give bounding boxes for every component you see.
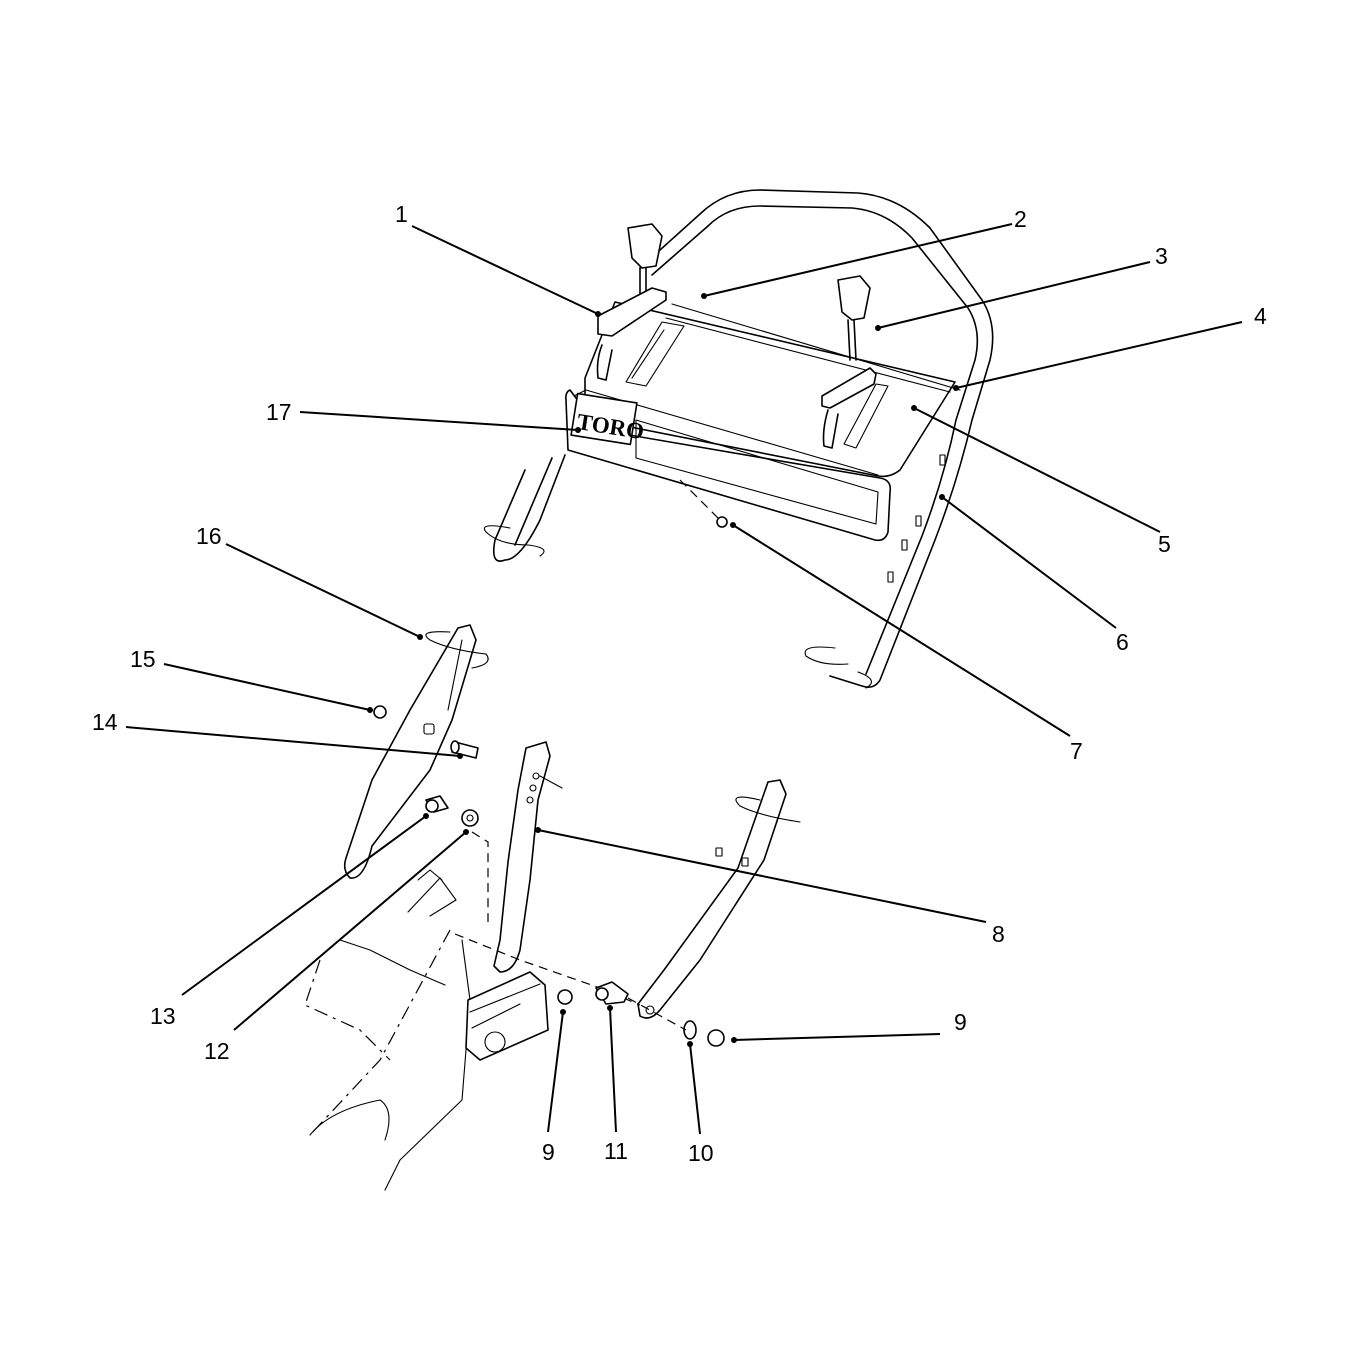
height-adjust-bracket (493, 741, 563, 973)
callout-5: 5 (1158, 531, 1171, 557)
toro-logo-decal: TORO (570, 392, 646, 446)
panel-nut (716, 516, 728, 528)
callout-15: 15 (130, 646, 156, 672)
callout-17: 17 (266, 399, 292, 425)
callout-3: 3 (1155, 243, 1168, 269)
control-lever-left[interactable] (596, 223, 667, 381)
callout-9-left: 9 (542, 1139, 555, 1165)
callout-13: 13 (150, 1003, 176, 1029)
washer-12 (461, 809, 479, 827)
hardware-parts (373, 705, 725, 1047)
mower-deck-phantom (304, 831, 641, 1191)
callout-14: 14 (92, 709, 118, 735)
callout-4: 4 (1254, 303, 1267, 329)
nut-9-right (707, 1029, 725, 1047)
washer-10 (683, 1020, 697, 1040)
callout-6: 6 (1116, 629, 1129, 655)
upper-handle-loop (483, 189, 994, 689)
callout-1: 1 (395, 201, 408, 227)
nut-15 (373, 705, 387, 719)
callout-10: 10 (688, 1140, 714, 1166)
callout-9-right: 9 (954, 1009, 967, 1035)
callout-11: 11 (604, 1138, 628, 1164)
callout-8: 8 (992, 921, 1005, 947)
nut-9-left (557, 989, 573, 1005)
lower-handle-right (637, 779, 801, 1019)
control-lever-right[interactable] (821, 275, 877, 449)
callout-2: 2 (1014, 206, 1027, 232)
callout-labels: 1 2 3 4 5 6 7 8 9 9 10 11 12 13 14 15 16… (92, 201, 1267, 1166)
callout-leaders (125, 223, 1243, 1135)
callout-12: 12 (204, 1038, 230, 1064)
callout-7: 7 (1070, 738, 1083, 764)
callout-16: 16 (196, 523, 222, 549)
